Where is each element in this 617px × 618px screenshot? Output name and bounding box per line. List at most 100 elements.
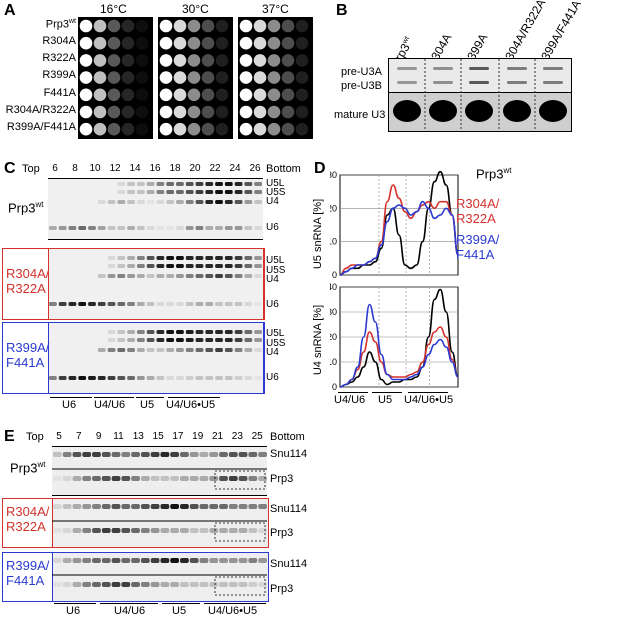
red-strain-box-e <box>2 498 269 548</box>
band-prp3 <box>228 528 238 533</box>
yeast-spot <box>253 105 267 119</box>
band-u5l <box>146 256 155 260</box>
band-snu114 <box>121 504 131 509</box>
band-u4 <box>224 348 233 352</box>
band-label-pre-u3a: pre-U3A <box>341 66 382 78</box>
band-u4 <box>254 348 262 352</box>
yeast-spot <box>267 36 281 50</box>
ylabel-u5: U5 snRNA [%] <box>312 198 324 270</box>
band-u4 <box>156 274 165 278</box>
band-label-c-u4: U4 <box>266 274 279 285</box>
band-u6 <box>234 226 243 230</box>
band-prp3 <box>92 476 101 481</box>
band-label-c-u5l: U5L <box>266 328 285 339</box>
yeast-spot <box>93 54 107 67</box>
yeast-spot <box>159 71 173 84</box>
band-u5s <box>205 338 214 342</box>
yeast-spot <box>79 105 93 119</box>
band-prp3 <box>199 476 209 481</box>
band-u4 <box>117 274 126 278</box>
band-prp3 <box>180 582 189 587</box>
yeast-spot <box>159 54 173 67</box>
band-prp3 <box>150 528 160 533</box>
band-u6 <box>117 302 126 306</box>
e-complex-bar-u4u6u5 <box>204 603 266 604</box>
d-complex-bar-u4u6 <box>338 392 368 393</box>
band-u4 <box>205 200 214 204</box>
band-u4 <box>146 200 155 204</box>
yeast-spot <box>173 88 187 102</box>
yeast-spot <box>295 19 309 33</box>
yeast-spot <box>107 71 121 84</box>
band-prp3 <box>62 528 72 533</box>
band-u5s <box>195 190 204 194</box>
yeast-spot <box>121 88 135 102</box>
yeast-spot <box>135 122 149 136</box>
band-snu114 <box>53 504 62 509</box>
band-prp3 <box>121 528 131 533</box>
yeast-spot <box>201 88 215 102</box>
band-snu114 <box>180 504 189 509</box>
band-snu114 <box>121 452 131 457</box>
band-u4 <box>176 348 184 352</box>
yeast-spot <box>267 71 281 84</box>
band-snu114 <box>131 452 140 457</box>
band-prp3 <box>248 528 258 533</box>
band-prp3 <box>131 476 140 481</box>
fraction-number: 20 <box>189 163 201 174</box>
band-u4 <box>107 348 116 352</box>
band-snu114 <box>199 558 209 563</box>
band-u4 <box>176 274 184 278</box>
band-snu114 <box>160 504 170 509</box>
yeast-spot <box>239 71 253 84</box>
band-u5s <box>117 338 126 342</box>
highlight-box <box>214 576 266 596</box>
band-u5s <box>205 264 214 268</box>
band-u4 <box>127 200 135 204</box>
band-prp3 <box>199 582 209 587</box>
band-u4 <box>195 200 204 204</box>
yeast-spot <box>253 71 267 84</box>
yeast-spot <box>173 54 187 67</box>
band-u5l <box>195 330 204 334</box>
band-u5l <box>136 256 145 260</box>
band-u5l <box>224 330 233 334</box>
complex-label-u5: U5 <box>140 399 155 411</box>
band-u5l <box>166 330 175 334</box>
band-snu114 <box>228 452 238 457</box>
fraction-number: 12 <box>109 163 121 174</box>
band-snu114 <box>170 558 180 563</box>
band-snu114 <box>199 452 209 457</box>
band-u6 <box>58 302 67 306</box>
band-u5s <box>244 338 253 342</box>
band-snu114 <box>160 452 170 457</box>
e-complex-label-u5: U5 <box>172 605 187 617</box>
band-snu114 <box>111 558 121 563</box>
band-u5s <box>254 264 262 268</box>
band-u6 <box>127 376 135 380</box>
fraction-number: 16 <box>149 163 161 174</box>
band-prp3 <box>238 582 248 587</box>
band-pre-u3a <box>543 67 563 70</box>
highlight-box <box>214 470 266 490</box>
band-u4 <box>244 348 253 352</box>
band-u5s <box>117 264 126 268</box>
yeast-spot <box>295 36 309 50</box>
band-u5l <box>205 330 214 334</box>
band-prp3 <box>180 528 189 533</box>
yeast-spot <box>173 36 187 50</box>
yeast-spot <box>267 88 281 102</box>
western-bands-e <box>52 452 267 596</box>
complex-label-u6: U6 <box>62 399 77 411</box>
band-u6 <box>244 226 253 230</box>
band-prp3 <box>140 582 150 587</box>
band-prp3 <box>199 528 209 533</box>
e-band-label-snu114: Snu114 <box>270 448 308 460</box>
fraction-number: 21 <box>211 431 224 442</box>
band-u4 <box>176 200 184 204</box>
band-u5s <box>244 264 253 268</box>
band-u6 <box>166 226 175 230</box>
band-u6 <box>205 302 214 306</box>
fraction-number: 25 <box>251 431 263 442</box>
yeast-spot <box>121 36 135 50</box>
